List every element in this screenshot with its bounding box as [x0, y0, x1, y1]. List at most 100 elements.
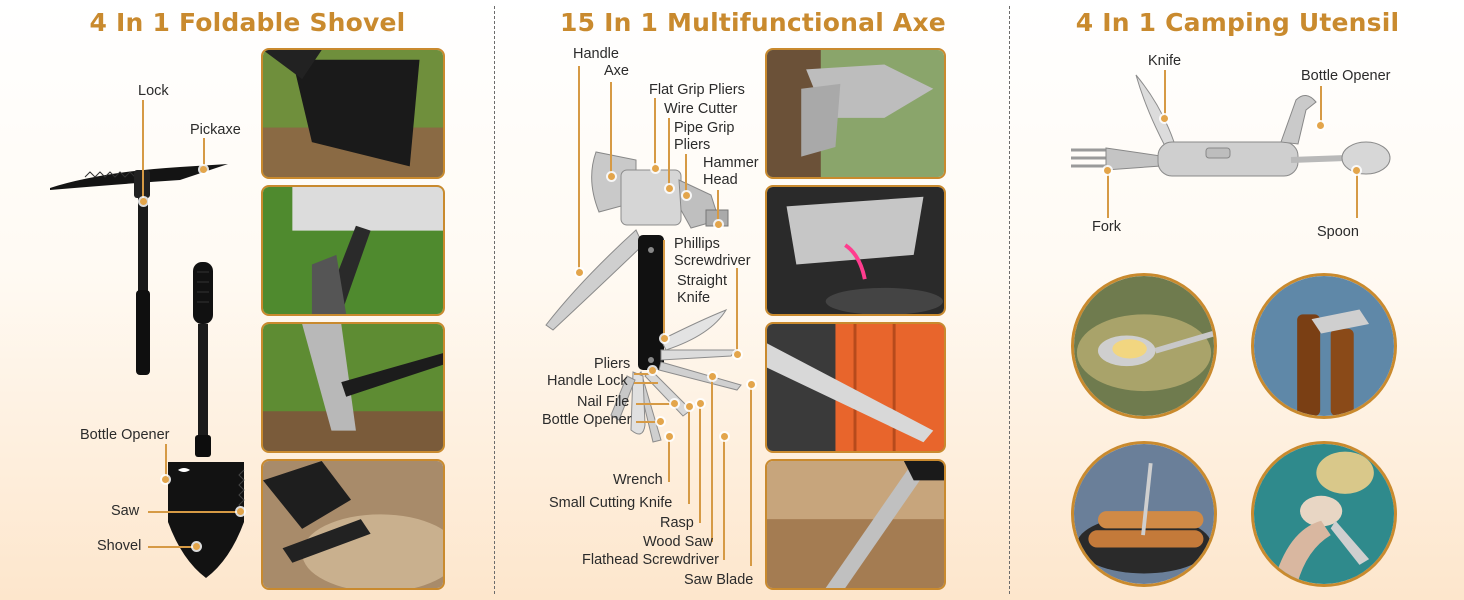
label-handle: Handle — [573, 46, 619, 62]
leader-wood-saw — [711, 378, 713, 542]
photo-spoon-soup — [1071, 273, 1217, 419]
panel-multifunctional-axe: 15 In 1 Multifunctional Axe — [496, 0, 1010, 600]
photo-axe-wire-cutting — [765, 185, 946, 316]
label-handle-lock: Handle Lock — [547, 373, 628, 389]
marker-straight-knife — [733, 350, 741, 358]
label-bottle-opener: Bottle Opener — [1301, 68, 1391, 84]
label-lock: Lock — [138, 83, 169, 99]
marker-rasp — [696, 399, 704, 407]
marker-wood-saw — [708, 372, 716, 380]
marker-bottle-opener — [1316, 121, 1324, 129]
leader-flat-grip-pliers — [654, 98, 656, 166]
label-wood-saw: Wood Saw — [643, 534, 713, 550]
marker-fork — [1103, 166, 1111, 174]
label-pliers: Pliers — [594, 356, 631, 372]
photo-shovel-digging-soil — [261, 48, 445, 179]
divider-left — [494, 6, 495, 594]
leader-saw — [148, 511, 238, 513]
label-shovel: Shovel — [97, 538, 142, 554]
leader-saw-blade — [750, 386, 752, 566]
leader-pliers — [634, 373, 650, 375]
marker-spoon — [1352, 166, 1360, 174]
leader-bottle-opener — [636, 421, 658, 423]
label-small-cutting-knife: Small Cutting Knife — [549, 495, 673, 511]
photo-axe-chopping-tree — [765, 48, 946, 179]
panel-title-axe: 15 In 1 Multifunctional Axe — [560, 8, 946, 37]
photo-axe-cutting-strap — [765, 322, 946, 453]
leader-wrench — [668, 438, 670, 482]
label-spoon: Spoon — [1317, 224, 1359, 240]
leader-rasp — [699, 405, 701, 523]
shovel-product-illustration — [50, 164, 245, 578]
marker-pickaxe — [199, 165, 207, 173]
photo-shovel-pickaxe-ground — [261, 322, 445, 453]
leader-handle — [578, 66, 580, 270]
label-straight-knife-line2: Knife — [677, 290, 711, 306]
leader-axe — [610, 82, 612, 174]
marker-flathead-screwdriver — [720, 432, 728, 440]
label-knife: Knife — [1148, 53, 1182, 69]
leader-nail-file — [636, 403, 672, 405]
label-wire-cutter: Wire Cutter — [664, 101, 738, 117]
marker-knife — [1160, 114, 1168, 122]
leader-fork — [1107, 172, 1109, 218]
photo-axe-sawing-wood — [765, 459, 946, 590]
marker-bottle-opener — [656, 417, 664, 425]
marker-wire-cutter — [665, 184, 673, 192]
marker-hammer-head — [714, 220, 722, 228]
leader-hammer-head — [717, 190, 719, 220]
marker-axe — [607, 172, 615, 180]
marker-phillips-screwdriver — [660, 334, 668, 342]
marker-handle — [575, 268, 583, 276]
label-pipe-grip-pliers-line1: Pipe Grip — [674, 120, 735, 136]
leader-bottle-opener — [1320, 86, 1322, 124]
leader-straight-knife — [736, 268, 738, 352]
leader-pipe-grip-pliers — [685, 154, 687, 192]
marker-saw-blade — [747, 380, 755, 388]
label-flat-grip-pliers: Flat Grip Pliers — [649, 82, 745, 98]
photo-shovel-stepping-grass — [261, 185, 445, 316]
marker-nail-file — [670, 399, 678, 407]
photo-fork-sausages — [1071, 441, 1217, 587]
leader-bottle-opener — [165, 444, 167, 476]
leader-handle-lock — [634, 382, 658, 384]
label-rasp: Rasp — [660, 515, 694, 531]
leader-small-cutting-knife — [688, 408, 690, 504]
marker-pliers — [648, 366, 656, 374]
label-wrench: Wrench — [613, 472, 663, 488]
label-pipe-grip-pliers-line2: Pliers — [674, 137, 711, 153]
label-fork: Fork — [1092, 219, 1121, 235]
leader-shovel — [148, 546, 194, 548]
label-straight-knife-line1: Straight — [677, 273, 727, 289]
panel-title-utensil: 4 In 1 Camping Utensil — [1075, 8, 1400, 37]
marker-bottle-opener — [161, 475, 169, 483]
leader-wire-cutter — [668, 118, 670, 186]
leader-phillips-screwdriver — [663, 240, 665, 336]
marker-small-cutting-knife — [685, 402, 693, 410]
photo-shovel-saw-dirt — [261, 459, 445, 590]
leader-lock — [142, 100, 144, 198]
label-flathead-screwdriver: Flathead Screwdriver — [582, 552, 719, 568]
marker-shovel — [192, 542, 200, 550]
label-nail-file: Nail File — [577, 394, 630, 410]
leader-knife — [1164, 70, 1166, 116]
leader-spoon — [1356, 172, 1358, 218]
label-bottle-opener: Bottle Opener — [542, 412, 632, 428]
panel-camping-utensil: 4 In 1 Camping Utensil Knife Bottle Open… — [1011, 0, 1464, 600]
marker-saw — [236, 507, 244, 515]
leader-pickaxe — [203, 138, 205, 168]
utensil-product-illustration — [1071, 74, 1391, 177]
label-phillips-screwdriver-line1: Phillips — [674, 236, 720, 252]
panel-foldable-shovel: 4 In 1 Foldable Shovel Lock Pickaxe Bott… — [0, 0, 495, 600]
label-bottle-opener: Bottle Opener — [80, 427, 170, 443]
label-pickaxe: Pickaxe — [190, 122, 241, 138]
label-phillips-screwdriver-line2: Screwdriver — [674, 253, 751, 269]
marker-wrench — [665, 432, 673, 440]
label-axe: Axe — [604, 63, 629, 79]
divider-right — [1009, 6, 1010, 594]
marker-lock — [139, 197, 147, 205]
panel-title-shovel: 4 In 1 Foldable Shovel — [89, 8, 406, 37]
axe-product-illustration — [545, 151, 742, 443]
label-saw-blade: Saw Blade — [684, 572, 754, 588]
leader-flathead-screwdriver — [723, 438, 725, 560]
